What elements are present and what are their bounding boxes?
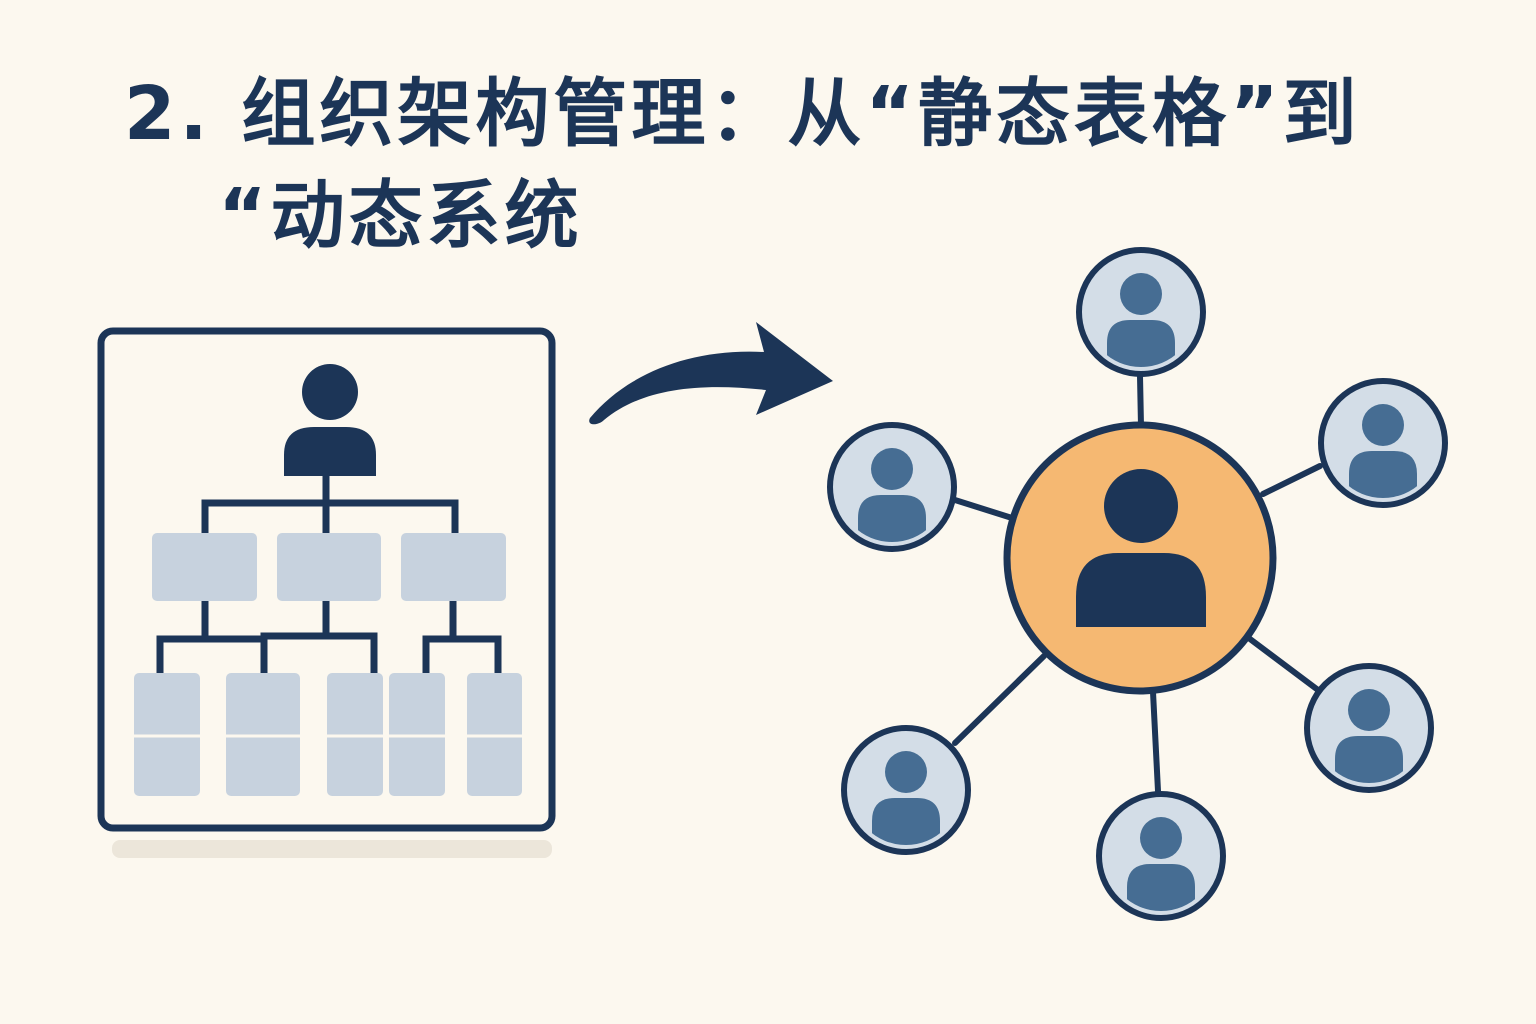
network-node-lower-right <box>1304 663 1434 793</box>
page-title: 2. 组织架构管理：从“静态表格”到 “动态系统 <box>0 0 1536 270</box>
title-line-1: 2. 组织架构管理：从“静态表格”到 <box>124 71 1361 157</box>
network-connectors <box>952 373 1323 794</box>
network-node-upper-right <box>1318 378 1448 508</box>
person-icon <box>1107 273 1175 367</box>
title-line-2: “动态系统 <box>218 173 583 259</box>
person-icon <box>858 448 926 542</box>
person-icon <box>1335 689 1403 783</box>
person-icon <box>1076 469 1206 627</box>
person-icon <box>1349 404 1417 498</box>
curved-arrow-icon <box>589 322 833 425</box>
network-node-bottom <box>1096 791 1226 921</box>
person-icon <box>1127 817 1195 911</box>
person-icon <box>284 364 376 476</box>
static-org-chart <box>97 327 556 858</box>
hub-node <box>1003 421 1277 695</box>
org-connectors <box>156 472 502 676</box>
network-node-upper-left <box>827 422 957 552</box>
network-node-lower-left <box>841 725 971 855</box>
org-box-mid-3 <box>401 533 506 601</box>
network-node-top <box>1076 247 1206 377</box>
dynamic-network <box>827 247 1448 921</box>
person-icon <box>872 751 940 845</box>
org-box-mid-1 <box>152 533 257 601</box>
org-box-mid-2 <box>277 533 381 601</box>
panel-shadow <box>112 840 552 858</box>
